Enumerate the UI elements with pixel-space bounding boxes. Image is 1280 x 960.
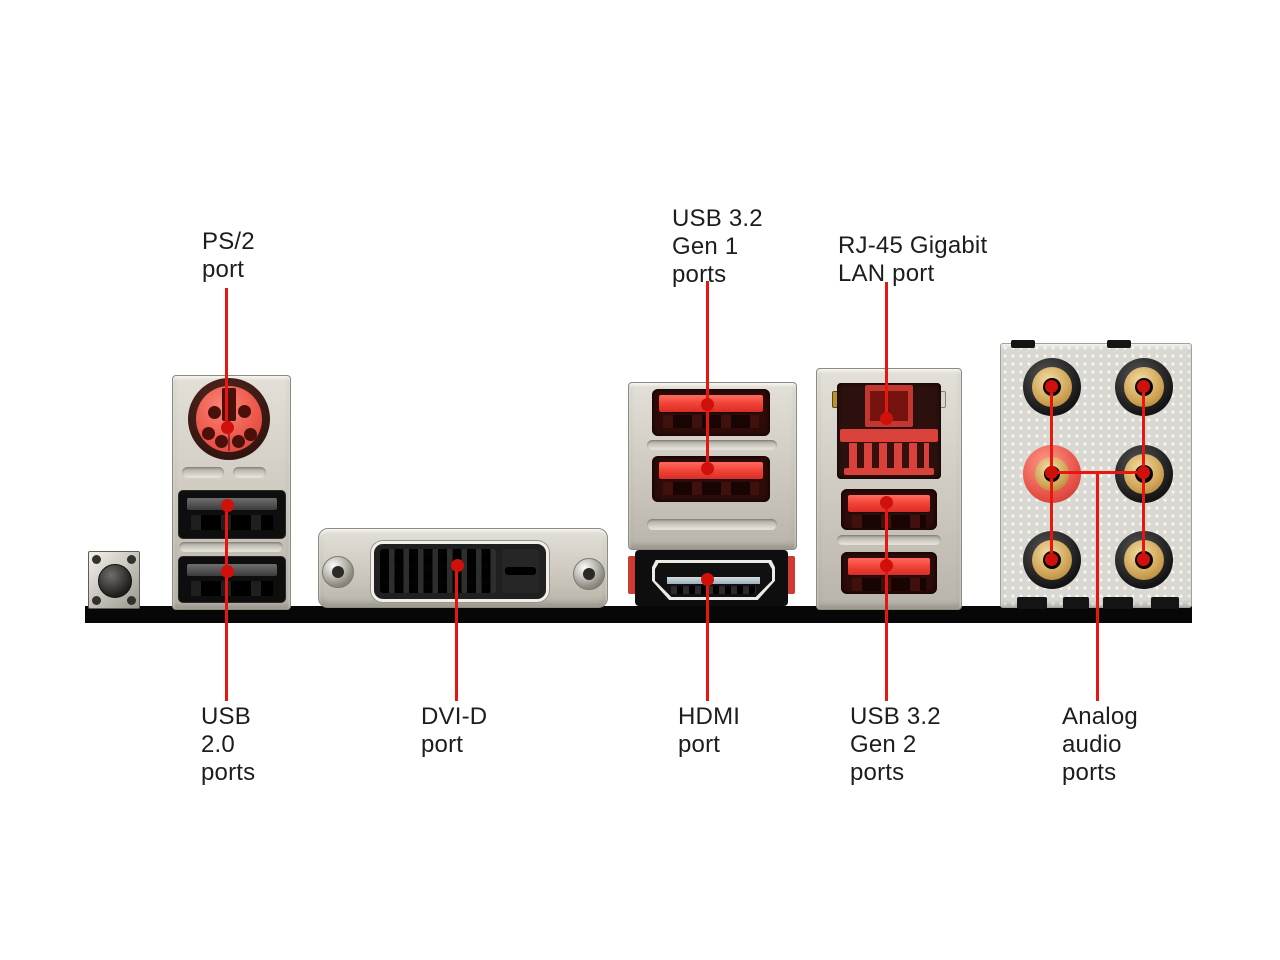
usb-contacts xyxy=(663,482,759,495)
callout-dvid-port: DVI-D port xyxy=(421,703,488,758)
button-corner-pin xyxy=(92,596,101,605)
leader-dot-audio xyxy=(1045,380,1058,393)
leader-dot-ps2 xyxy=(221,421,234,434)
ps2-pin-hole xyxy=(232,435,245,448)
plate-tab xyxy=(1103,597,1133,609)
leader-dot-audio xyxy=(1045,466,1058,479)
leader-dot-usb32gen1-1 xyxy=(701,398,714,411)
usb-contacts xyxy=(852,578,926,591)
leader-line-usb32gen1 xyxy=(706,281,709,468)
dvi-screw-post xyxy=(573,558,605,590)
callout-hdmi-port: HDMI port xyxy=(678,703,741,758)
pcb-edge-bar xyxy=(85,606,1192,623)
plate-tab xyxy=(1011,340,1035,348)
leader-dot-audio xyxy=(1045,553,1058,566)
usb-contacts xyxy=(191,581,273,596)
ps2-port-face xyxy=(196,386,262,452)
ps2-pin-hole xyxy=(202,427,215,440)
housing-groove xyxy=(837,535,941,545)
leader-dot-audio xyxy=(1137,466,1150,479)
leader-dot-audio xyxy=(1137,380,1150,393)
callout-usb20-ports: USB 2.0 ports xyxy=(201,703,256,786)
button-corner-pin xyxy=(92,555,101,564)
usb3-gen2-port-2 xyxy=(841,552,937,594)
usb3-gen1-housing xyxy=(628,382,797,550)
clear-cmos-button xyxy=(88,551,140,609)
leader-dot-hdmi xyxy=(701,573,714,586)
lan-usb-housing xyxy=(816,368,962,610)
rj45-bottom-bar xyxy=(844,468,934,475)
ps2-seam xyxy=(228,420,230,451)
rj45-lan-port xyxy=(837,383,941,479)
bracket-vent xyxy=(182,467,224,478)
dvi-blade-slot xyxy=(505,567,536,575)
leader-dot-usb32gen1-2 xyxy=(701,462,714,475)
dvi-pin-grid xyxy=(380,549,496,593)
button-corner-pin xyxy=(127,555,136,564)
leader-line-dvid xyxy=(455,565,458,701)
leader-dot-rj45 xyxy=(880,412,893,425)
ps2-pin-hole xyxy=(244,428,257,441)
leader-dot-audio xyxy=(1137,553,1150,566)
plate-tab xyxy=(1107,340,1131,348)
dvi-blade-panel xyxy=(502,549,539,593)
button-corner-pin xyxy=(127,596,136,605)
leader-line-usb32gen2 xyxy=(885,502,888,701)
leader-line-rj45 xyxy=(885,282,888,418)
leader-dot-usb32gen2-2 xyxy=(880,559,893,572)
dvi-d-port xyxy=(318,528,608,608)
leader-line-hdmi xyxy=(706,579,709,701)
usb-contacts xyxy=(663,415,759,428)
usb3-gen1-port-1 xyxy=(652,389,770,436)
hdmi-contacts xyxy=(671,586,756,594)
leader-dot-usb20-1 xyxy=(221,499,234,512)
leader-line-audio-drop xyxy=(1096,472,1099,701)
rj45-pin-comb xyxy=(849,443,929,468)
callout-usb32-gen2-ports: USB 3.2 Gen 2 ports xyxy=(850,703,941,786)
dvi-screw-post xyxy=(322,556,354,588)
bracket-groove xyxy=(179,542,283,552)
callout-analog-audio-ports: Analog audio ports xyxy=(1062,703,1138,786)
usb2-port-2 xyxy=(178,556,286,603)
button-cap xyxy=(98,564,132,598)
callout-rj45-lan-port: RJ-45 Gigabit LAN port xyxy=(838,232,988,287)
bracket-vent xyxy=(233,467,266,478)
leader-dot-usb20-2 xyxy=(221,565,234,578)
ps2-pin-hole xyxy=(215,435,228,448)
leader-line-usb20 xyxy=(225,505,228,701)
usb3-gen2-port-1 xyxy=(841,489,937,530)
leader-dot-dvid xyxy=(451,559,464,572)
usb-contacts xyxy=(191,515,273,530)
hdmi-side-clip xyxy=(785,556,795,594)
callout-usb32-gen1-ports: USB 3.2 Gen 1 ports xyxy=(672,205,763,288)
plate-tab xyxy=(1017,597,1047,609)
hdmi-side-clip xyxy=(628,556,638,594)
leader-dot-usb32gen2-1 xyxy=(880,496,893,509)
usb2-port-1 xyxy=(178,490,286,539)
ps2-port xyxy=(188,378,270,460)
housing-groove xyxy=(647,440,777,450)
plate-tab xyxy=(1063,597,1089,609)
leader-line-ps2 xyxy=(225,288,228,428)
housing-groove xyxy=(647,519,777,530)
ps2-pin-hole xyxy=(208,406,221,419)
plate-tab xyxy=(1151,597,1179,609)
callout-ps2-port: PS/2 port xyxy=(202,228,255,283)
usb-contacts xyxy=(852,515,926,528)
ps2-pin-hole xyxy=(238,405,251,418)
rj45-shelf xyxy=(840,429,938,442)
